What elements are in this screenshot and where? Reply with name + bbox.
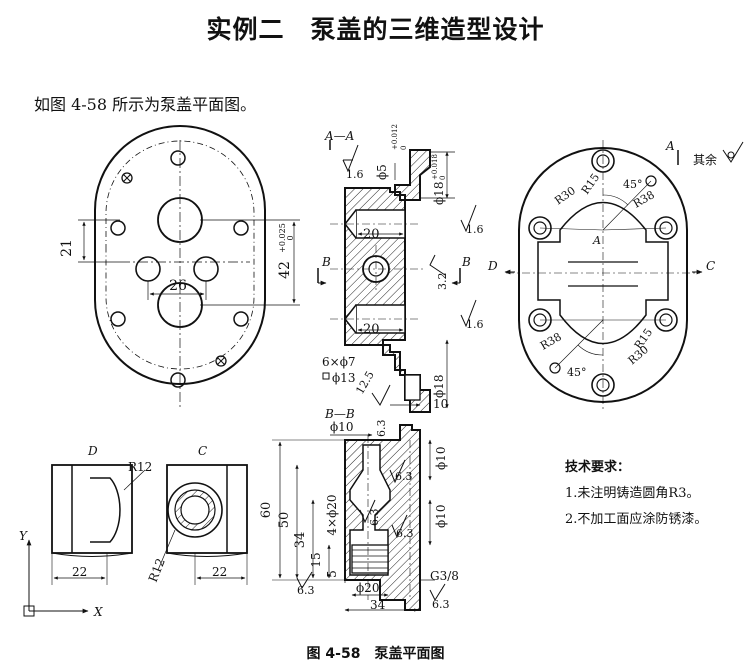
right-view-section-a: A bbox=[665, 139, 675, 153]
rough-6-3-d: 6.3 bbox=[396, 527, 414, 540]
view-c-label: C bbox=[198, 444, 207, 458]
dim-20-a: 20 bbox=[363, 227, 380, 242]
view-c-dim-22: 22 bbox=[212, 565, 227, 579]
requirement-item-2: 2.不加工面应涂防锈漆。 bbox=[565, 512, 708, 527]
dim-34-bottom: 34 bbox=[370, 598, 386, 612]
r30-bottom: R30 bbox=[626, 343, 651, 367]
tol-42-lower: 0 bbox=[286, 235, 295, 240]
coordinate-axes bbox=[23, 539, 89, 617]
requirements-heading: 技术要求： bbox=[565, 460, 631, 475]
rough-6-3-a: 6.3 bbox=[375, 420, 388, 438]
r15-top: R15 bbox=[579, 171, 602, 197]
view-d-r12: R12 bbox=[128, 460, 152, 474]
phi20-label: ϕ20 bbox=[356, 581, 379, 595]
dim-10: 10 bbox=[433, 397, 448, 411]
view-d-label: D bbox=[87, 444, 98, 458]
phi18-top-label: ϕ18 bbox=[432, 182, 446, 205]
section-b-left: B bbox=[321, 255, 331, 269]
section-aa-label: A—A bbox=[324, 129, 355, 143]
view-c-r12: R12 bbox=[146, 556, 168, 584]
view-d-arrow-label: D bbox=[487, 259, 498, 273]
figure-caption: 图 4-58 泵盖平面图 bbox=[306, 646, 445, 662]
rough-6-3-c: 6.3 bbox=[368, 509, 381, 527]
phi10-c: ϕ10 bbox=[434, 505, 448, 528]
phi10-b: ϕ10 bbox=[434, 447, 448, 470]
r38-top: R38 bbox=[631, 188, 657, 210]
dim-15: 15 bbox=[309, 552, 323, 567]
phi5-tol-upper: +0.012 bbox=[391, 124, 399, 150]
view-d bbox=[51, 464, 146, 585]
phi18-tol-upper: +0.018 bbox=[431, 154, 439, 180]
view-d-dim-22: 22 bbox=[72, 565, 87, 579]
rough-3-2: 3.2 bbox=[436, 273, 449, 291]
dim-21: 21 bbox=[59, 239, 75, 257]
dim-50: 50 bbox=[277, 512, 292, 529]
holes-4xphi20: 4×ϕ20 bbox=[325, 494, 339, 535]
rough-1-6-c: 1.6 bbox=[466, 318, 484, 331]
dim-20-b: 20 bbox=[363, 322, 380, 337]
r30-top: R30 bbox=[552, 184, 578, 207]
section-bb-label: B—B bbox=[324, 407, 355, 421]
rough-6-3-b: 6.3 bbox=[395, 470, 413, 483]
right-view-a-center: A bbox=[592, 234, 601, 247]
angle-45-bottom: 45° bbox=[567, 366, 587, 379]
view-c-arrow-label: C bbox=[706, 259, 715, 273]
dim-60: 60 bbox=[259, 502, 274, 519]
phi18-bottom-label: ϕ18 bbox=[432, 375, 446, 398]
other-surfaces-label: 其余 bbox=[693, 152, 717, 167]
dim-26: 26 bbox=[169, 278, 187, 294]
intro-text: 如图 4-58 所示为泵盖平面图。 bbox=[34, 95, 257, 114]
page-title: 实例二 泵盖的三维造型设计 bbox=[206, 15, 545, 44]
section-aa bbox=[317, 140, 477, 413]
rough-1-6-b: 1.6 bbox=[466, 223, 484, 236]
dim-34: 34 bbox=[293, 532, 308, 549]
tol-42-upper: +0.025 bbox=[278, 223, 287, 253]
section-bb bbox=[272, 424, 446, 612]
front-view bbox=[78, 125, 300, 410]
axis-y-label: Y bbox=[19, 529, 28, 543]
thread-g3-8: G3/8 bbox=[430, 569, 459, 583]
technical-requirements: 技术要求： 1.未注明铸造圆角R3。 2.不加工面应涂防锈漆。 bbox=[565, 455, 707, 533]
rough-6-3-f: 6.3 bbox=[432, 598, 450, 611]
phi18-tol-lower: 0 bbox=[439, 176, 447, 180]
right-view bbox=[504, 140, 744, 410]
phi5-label: ϕ5 bbox=[375, 164, 389, 180]
dim-42: 42 bbox=[277, 261, 293, 279]
phi5-tol-lower: 0 bbox=[400, 146, 408, 150]
rough-6-3-e: 6.3 bbox=[297, 584, 315, 597]
rough-12-5: 12.5 bbox=[353, 369, 377, 397]
view-c bbox=[157, 464, 248, 585]
holes-6xphi7: 6×ϕ7 bbox=[322, 355, 356, 369]
counterbore-phi13: ϕ13 bbox=[332, 371, 355, 385]
section-b-right: B bbox=[461, 255, 471, 269]
dim-5: 5 bbox=[325, 570, 339, 578]
axis-x-label: X bbox=[93, 605, 103, 619]
phi10-a: ϕ10 bbox=[330, 420, 353, 434]
angle-45-top: 45° bbox=[623, 178, 643, 191]
requirement-item-1: 1.未注明铸造圆角R3。 bbox=[565, 486, 700, 501]
rough-1-6-a: 1.6 bbox=[346, 168, 364, 181]
r38-bottom: R38 bbox=[538, 330, 564, 352]
